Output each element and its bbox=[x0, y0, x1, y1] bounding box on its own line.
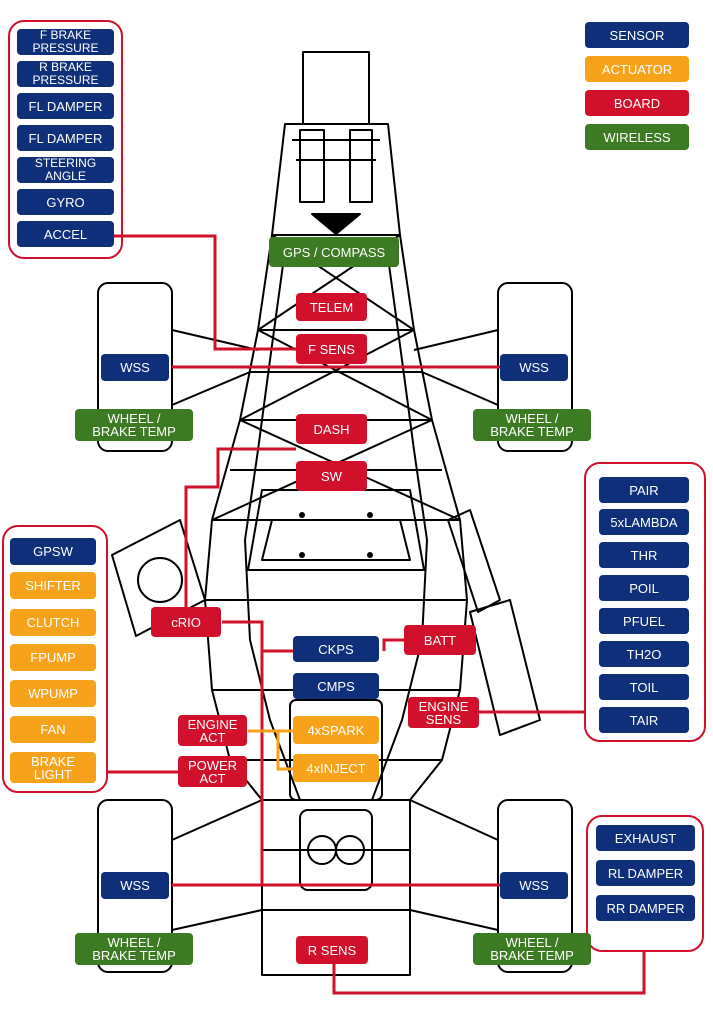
actuator-fan: FAN bbox=[10, 716, 96, 743]
sensor-ckps: CKPS bbox=[293, 636, 379, 662]
engine-sensor-group bbox=[584, 462, 706, 742]
sensor-fl-damper-1: FL DAMPER bbox=[17, 93, 114, 119]
wireless-wheel-temp-rear-left: WHEEL / BRAKE TEMP bbox=[75, 933, 193, 965]
actuator-fpump: FPUMP bbox=[10, 644, 96, 671]
sensor-toil: TOIL bbox=[599, 674, 689, 700]
sensor-steering-angle: STEERING ANGLE bbox=[17, 157, 114, 183]
sensor-wss-front-left: WSS bbox=[101, 354, 169, 381]
board-r-sens: R SENS bbox=[296, 936, 368, 964]
sensor-pfuel: PFUEL bbox=[599, 608, 689, 634]
wireless-wheel-temp-rear-right: WHEEL / BRAKE TEMP bbox=[473, 933, 591, 965]
board-power-act: POWER ACT bbox=[178, 756, 247, 787]
board-engine-act: ENGINE ACT bbox=[178, 715, 247, 746]
legend-sensor: SENSOR bbox=[585, 22, 689, 48]
sensor-thr: THR bbox=[599, 542, 689, 568]
sensor-accel: ACCEL bbox=[17, 221, 114, 247]
actuator-wpump: WPUMP bbox=[10, 680, 96, 707]
wireless-wheel-temp-front-left: WHEEL / BRAKE TEMP bbox=[75, 409, 193, 441]
sensor-5xlambda: 5xLAMBDA bbox=[599, 509, 689, 535]
board-f-sens: F SENS bbox=[296, 334, 367, 364]
board-dash: DASH bbox=[296, 414, 367, 444]
wire-crio-chain bbox=[222, 622, 294, 651]
board-sw: SW bbox=[296, 461, 367, 491]
wire-inject bbox=[278, 731, 294, 769]
actuator-4xspark: 4xSPARK bbox=[293, 716, 379, 744]
sensor-wss-rear-right: WSS bbox=[500, 872, 568, 899]
sensor-r-brake-pressure: R BRAKE PRESSURE bbox=[17, 61, 114, 87]
sensor-cmps: CMPS bbox=[293, 673, 379, 699]
sensor-wss-front-right: WSS bbox=[500, 354, 568, 381]
board-crio: cRIO bbox=[151, 607, 221, 637]
sensor-gyro: GYRO bbox=[17, 189, 114, 215]
wireless-gps-compass: GPS / COMPASS bbox=[269, 237, 399, 267]
sensor-tair: TAIR bbox=[599, 707, 689, 733]
sensor-gpsw: GPSW bbox=[10, 538, 96, 565]
wireless-wheel-temp-front-right: WHEEL / BRAKE TEMP bbox=[473, 409, 591, 441]
actuator-brake-light: BRAKE LIGHT bbox=[10, 752, 96, 783]
board-engine-sens: ENGINE SENS bbox=[408, 697, 479, 728]
sensor-th2o: TH2O bbox=[599, 641, 689, 667]
legend-wireless: WIRELESS bbox=[585, 124, 689, 150]
sensor-pair: PAIR bbox=[599, 477, 689, 503]
wire-crio-front bbox=[186, 449, 296, 610]
board-telem: TELEM bbox=[296, 293, 367, 321]
actuator-clutch: CLUTCH bbox=[10, 609, 96, 636]
legend-board: BOARD bbox=[585, 90, 689, 116]
sensor-poil: POIL bbox=[599, 575, 689, 601]
sensor-wss-rear-left: WSS bbox=[101, 872, 169, 899]
actuator-4xinject: 4xINJECT bbox=[293, 754, 379, 782]
sensor-rl-damper: RL DAMPER bbox=[596, 860, 695, 886]
legend-actuator: ACTUATOR bbox=[585, 56, 689, 82]
actuator-shifter: SHIFTER bbox=[10, 572, 96, 599]
sensor-fl-damper-2: FL DAMPER bbox=[17, 125, 114, 151]
board-batt: BATT bbox=[404, 625, 476, 655]
sensor-f-brake-pressure: F BRAKE PRESSURE bbox=[17, 29, 114, 55]
wire-batt bbox=[384, 640, 404, 651]
sensor-exhaust: EXHAUST bbox=[596, 825, 695, 851]
sensor-rr-damper: RR DAMPER bbox=[596, 895, 695, 921]
